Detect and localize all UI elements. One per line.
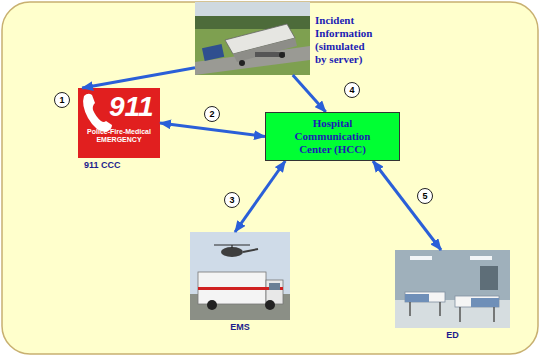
callout-number: 5 xyxy=(417,188,433,204)
incident-photo xyxy=(195,16,310,29)
ems-photo xyxy=(231,245,232,248)
ed-photo xyxy=(470,256,492,260)
emergency-logo xyxy=(83,94,112,132)
call-center-node: 911Police-Fire-Medical EMERGENCY911 CCC xyxy=(78,88,160,158)
incident-photo xyxy=(239,60,245,66)
emergency-logo xyxy=(78,88,160,158)
callout-number: 3 xyxy=(224,192,240,208)
flow-arrow xyxy=(235,161,285,232)
ed-photo xyxy=(455,296,499,307)
logo-number: 911 xyxy=(109,92,154,122)
incident-photo xyxy=(279,52,285,58)
flow-arrow xyxy=(373,161,441,250)
ems-photo xyxy=(207,300,217,310)
node-label: EMS xyxy=(190,322,290,333)
process-box: Hospital Communication Center (HCC) xyxy=(265,112,400,161)
ems-photo xyxy=(269,283,280,290)
node-heading: Incident Information (simulated by serve… xyxy=(315,14,377,66)
ems-photo xyxy=(243,249,258,252)
ed-photo xyxy=(395,250,510,328)
flow-arrow xyxy=(293,75,326,112)
ems-photo xyxy=(221,247,243,257)
emergency-logo xyxy=(78,88,160,158)
incident-photo xyxy=(195,2,310,75)
callout-number: 1 xyxy=(54,92,70,108)
ed-photo xyxy=(405,294,429,302)
ed-photo xyxy=(405,292,445,302)
incident-node: Incident Information (simulated by serve… xyxy=(195,2,310,75)
ed-photo xyxy=(471,298,499,307)
ed-node: ED xyxy=(395,250,510,328)
ed-photo xyxy=(410,256,432,260)
ems-photo xyxy=(190,232,290,320)
ed-photo xyxy=(395,250,510,328)
ed-photo xyxy=(459,307,461,322)
flow-arrow xyxy=(82,68,195,88)
callout-number: 2 xyxy=(204,106,220,122)
incident-photo xyxy=(202,44,224,61)
connector-group xyxy=(82,68,441,250)
ed-photo xyxy=(409,302,411,316)
flow-arrow xyxy=(160,123,265,137)
ems-photo xyxy=(265,300,275,310)
node-label: ED xyxy=(395,330,510,341)
ed-photo xyxy=(439,302,441,316)
ed-photo xyxy=(493,307,495,322)
incident-photo xyxy=(195,2,310,75)
node-label: 911 CCC xyxy=(84,160,121,171)
logo-caption: Police-Fire-Medical EMERGENCY xyxy=(82,128,156,144)
incident-photo xyxy=(255,52,285,57)
incident-photo xyxy=(233,38,297,62)
callout-number: 4 xyxy=(344,82,360,98)
ems-node: EMS xyxy=(190,232,290,320)
ed-photo xyxy=(480,266,498,290)
ems-photo xyxy=(190,232,290,320)
node-heading: Hospital Communication Center (HCC) xyxy=(279,117,386,156)
